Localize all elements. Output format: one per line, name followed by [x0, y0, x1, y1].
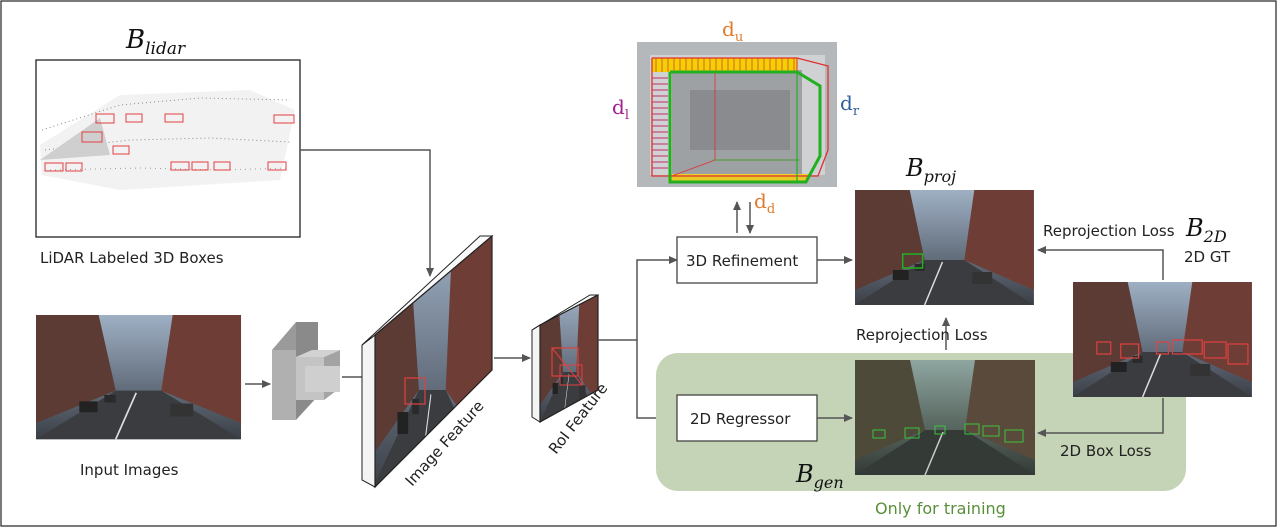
roi-feature-map: [531, 294, 599, 424]
lidar-symbol: Blidar: [125, 25, 186, 59]
box-loss-label: 2D Box Loss: [1060, 442, 1152, 460]
arrow-reprojection-top: [1037, 246, 1164, 280]
gt-image: [1072, 281, 1253, 398]
d-u-label: du: [722, 17, 743, 45]
image-feature-map: [361, 234, 494, 489]
gen-image: [855, 360, 1035, 476]
gt-caption: 2D GT: [1184, 248, 1231, 266]
d-l-label: dl: [612, 95, 629, 123]
input-caption: Input Images: [80, 461, 179, 479]
backbone-network: [272, 322, 340, 420]
lidar-3d-boxes: [44, 113, 295, 172]
regressor-label: 2D Regressor: [690, 410, 791, 428]
refinement-label: 3D Refinement: [686, 252, 798, 270]
reprojection-loss-top: Reprojection Loss: [1043, 222, 1175, 240]
lidar-points: [40, 90, 295, 190]
training-note: Only for training: [875, 499, 1006, 518]
input-image: [35, 314, 242, 441]
reprojection-loss-mid: Reprojection Loss: [856, 326, 988, 344]
arrow-lidar-to-feature: [300, 149, 434, 277]
refinement-detail-image: [637, 42, 837, 187]
gt-symbol: B2D: [1185, 214, 1227, 246]
lidar-caption: LiDAR Labeled 3D Boxes: [40, 249, 224, 267]
regressor-box: [676, 394, 818, 442]
proj-symbol: Bproj: [905, 154, 956, 186]
gen-symbol: Bgen: [795, 460, 844, 492]
roi-branch-line: [598, 256, 678, 341]
d-d-label: dd: [754, 189, 775, 217]
arrow-box-loss: [1037, 398, 1164, 437]
refinement-box: [676, 236, 818, 284]
d-r-label: dr: [840, 91, 860, 119]
proj-image: [854, 189, 1035, 306]
